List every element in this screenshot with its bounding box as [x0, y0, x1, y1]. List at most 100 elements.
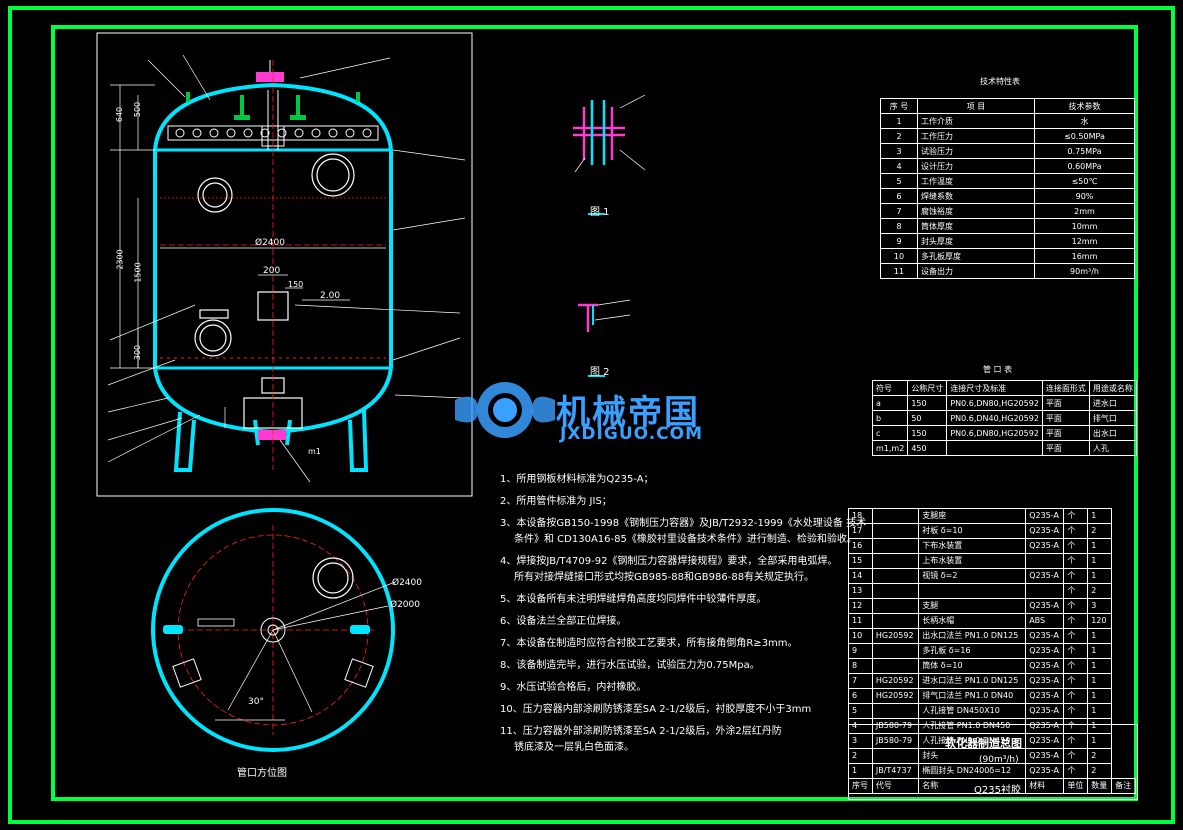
tech-cell: 0.60MPa	[1034, 158, 1135, 174]
tech-header-cell: 技术参数	[1034, 98, 1135, 114]
bom-cell: Q235-A	[1025, 688, 1065, 704]
bom-cell: 1	[1087, 538, 1113, 554]
tech-header-cell: 序 号	[880, 98, 918, 114]
tech-cell: 16mm	[1034, 248, 1135, 264]
bom-cell: 个	[1063, 568, 1089, 584]
dim-1500: 1500	[133, 262, 143, 283]
bom-cell: 个	[1063, 673, 1089, 689]
bom-cell	[871, 583, 920, 599]
bom-cell: 1	[1087, 658, 1113, 674]
dim-300: 300	[133, 344, 143, 361]
bom-cell: 1	[1087, 643, 1113, 659]
bom-cell: Q235-A	[1025, 508, 1065, 524]
bom-cell: 个	[1063, 613, 1089, 629]
note-10: 10、压力容器内部涂刷防锈漆至SA 2-1/2级后，衬胶厚度不小于3mm	[500, 704, 812, 715]
nozzle-cell: 450	[907, 440, 948, 456]
manholes	[194, 153, 355, 429]
tech-cell: 9	[880, 233, 918, 249]
bom-cell: 衬板 δ=10	[918, 523, 1027, 539]
note-4-cont: 所有对接焊缝接口形式均按GB985-88和GB986-88有关规定执行。	[514, 572, 815, 583]
bom-cell: 支腿	[918, 598, 1027, 614]
bom-cell: HG20592	[871, 688, 920, 704]
bom-cell: 排气口法兰 PN1.0 DN40	[918, 688, 1027, 704]
bom-cell: Q235-A	[1025, 643, 1065, 659]
note-1: 1、所用钢板材料标准为Q235-A；	[500, 474, 654, 485]
bom-cell: HG20592	[871, 673, 920, 689]
vessel-elevation	[153, 82, 393, 472]
drawing-material: Q235衬胶	[974, 785, 1021, 796]
tech-cell: 水	[1034, 113, 1135, 129]
bom-cell: 个	[1063, 748, 1089, 764]
label-m1: m1	[308, 447, 321, 456]
watermark-url: JXDIGUO.COM	[560, 424, 704, 444]
note-11-cont: 锈底漆及一层乳白色面漆。	[514, 742, 634, 753]
nozzle-cell: c	[871, 425, 909, 441]
bom-cell: 6	[848, 688, 873, 704]
bom-cell: 1	[1087, 628, 1113, 644]
bom-cell: 1	[1087, 703, 1113, 719]
bom-cell: 个	[1063, 703, 1089, 719]
tech-cell: 6	[880, 188, 918, 204]
bom-cell: ABS	[1025, 613, 1065, 629]
nozzle-cell: 平面	[1041, 410, 1090, 426]
bom-cell: 12	[848, 598, 873, 614]
dim-plan-2400: Ø2400	[392, 578, 422, 588]
bom-cell: 个	[1063, 538, 1089, 554]
nozzle-cell: 平面	[1041, 395, 1090, 411]
bom-cell: 11	[848, 613, 873, 629]
caption-fig1: 图 1	[590, 207, 610, 218]
tech-cell: 12mm	[1034, 233, 1135, 249]
dim-500: 500	[133, 101, 143, 118]
note-3-cont: 条件》和 CD130A16-85《橡胶衬里设备技术条件》进行制造、检验和验收。	[514, 534, 857, 545]
dim-diameter: Ø2400	[255, 238, 285, 248]
bom-cell: 视镜 δ=2	[918, 568, 1027, 584]
caption-fig2: 图 2	[590, 367, 610, 378]
bom-cell	[871, 703, 920, 719]
bom-footer-cell: 单位	[1063, 778, 1089, 794]
bom-cell: 13	[848, 583, 873, 599]
note-11: 11、压力容器外部涂刷防锈漆至SA 2-1/2级后，外涂2层红丹防	[500, 726, 782, 737]
bom-cell	[918, 583, 1027, 599]
nozzle-cell: b	[871, 410, 909, 426]
bom-cell: 8	[848, 658, 873, 674]
bom-cell: 1	[1087, 553, 1113, 569]
bom-cell: 16	[848, 538, 873, 554]
dim-level: 2.00	[320, 291, 341, 301]
nozzle-cell: 50	[907, 410, 948, 426]
bom-cell: 出水口法兰 PN1.0 DN125	[918, 628, 1027, 644]
bom-cell	[871, 553, 920, 569]
bom-footer: 序号代号名称材料单位数量备注	[848, 778, 1136, 794]
bom-cell: Q235-A	[1025, 523, 1065, 539]
bom-cell	[871, 613, 920, 629]
dimension-lines	[107, 54, 466, 483]
dim-200: 200	[263, 266, 281, 276]
bom-cell: 5	[848, 703, 873, 719]
nozzle-cell: a	[871, 395, 909, 411]
tech-cell: 2mm	[1034, 203, 1135, 219]
tech-cell: ≤50℃	[1034, 173, 1135, 189]
dim-2300: 2300	[115, 249, 125, 270]
top-flange	[256, 72, 284, 82]
bom-cell: 个	[1063, 523, 1089, 539]
bom-cell: 17	[848, 523, 873, 539]
detail-fig2	[578, 299, 631, 377]
nozzle-cell: PN0.6,DN40,HG20592	[946, 410, 1043, 426]
tech-cell: 腐蚀裕度	[917, 203, 1035, 219]
tech-header-cell: 项 目	[917, 98, 1035, 114]
note-8: 8、该备制造完毕，进行水压试验，试验压力为0.75Mpa。	[500, 660, 760, 671]
